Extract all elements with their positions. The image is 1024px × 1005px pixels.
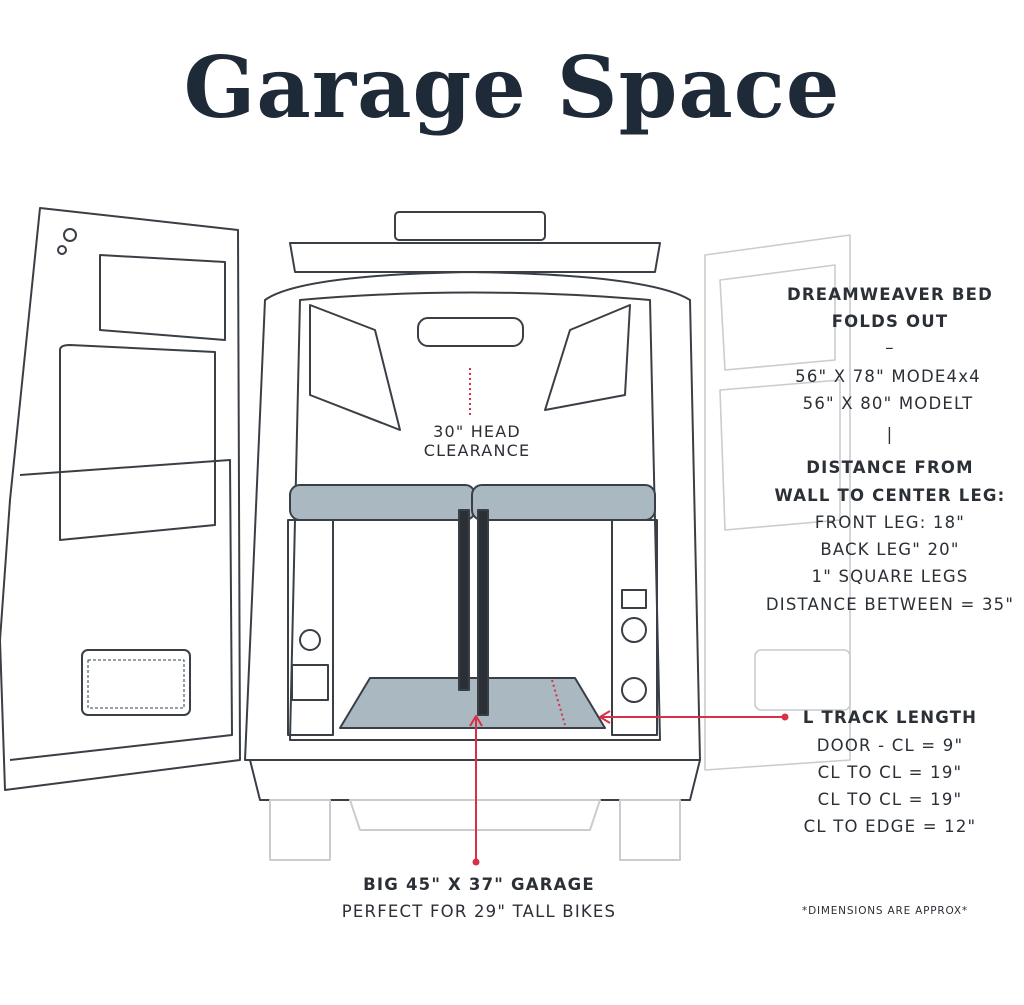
bed-leg-front — [458, 509, 470, 691]
left-door — [0, 207, 241, 791]
garage-arrow-icon — [469, 715, 483, 727]
l-track-arrow-icon — [599, 710, 611, 724]
leg-heading: DISTANCE FROM — [806, 458, 974, 477]
right-door — [704, 234, 851, 771]
l-track-item: DOOR - CL = 9" — [816, 736, 964, 755]
l-track-item: CL TO CL = 19" — [817, 790, 963, 809]
leg-item: FRONT LEG: 18" — [814, 513, 966, 532]
leg-item: 1" SQUARE LEGS — [811, 567, 969, 586]
head-clearance-line: 30" HEAD — [433, 422, 521, 441]
van-body — [244, 211, 701, 861]
garage-floor — [339, 677, 606, 729]
leg-heading: WALL TO CENTER LEG: — [774, 486, 1006, 505]
bed-size: 56" X 78" MODE4x4 — [795, 367, 981, 386]
bed-cushion-right — [471, 484, 656, 521]
garage-heading: BIG 45" X 37" GARAGE — [363, 875, 595, 894]
dimensions-note: *DIMENSIONS ARE APPROX* — [802, 905, 968, 917]
leg-item: DISTANCE BETWEEN = 35" — [765, 595, 1015, 614]
bed-heading: DREAMWEAVER BED — [786, 285, 994, 304]
head-clearance-line: CLEARANCE — [423, 441, 531, 460]
bed-leg-back — [477, 509, 489, 716]
separator: – — [885, 338, 895, 357]
l-track-item: CL TO CL = 19" — [817, 763, 963, 782]
page-title: Garage Space — [183, 38, 841, 137]
bed-heading: FOLDS OUT — [831, 312, 949, 331]
head-clearance-label: 30" HEAD CLEARANCE — [423, 422, 531, 460]
l-track-item: CL TO EDGE = 12" — [803, 817, 977, 836]
separator: | — [886, 425, 894, 444]
bed-cushion-left — [289, 484, 476, 521]
bed-size: 56" X 80" MODELT — [802, 394, 974, 413]
garage-subtext: PERFECT FOR 29" TALL BIKES — [341, 902, 617, 921]
l-track-heading: L TRACK LENGTH — [802, 708, 978, 727]
leg-item: BACK LEG" 20" — [820, 540, 960, 559]
